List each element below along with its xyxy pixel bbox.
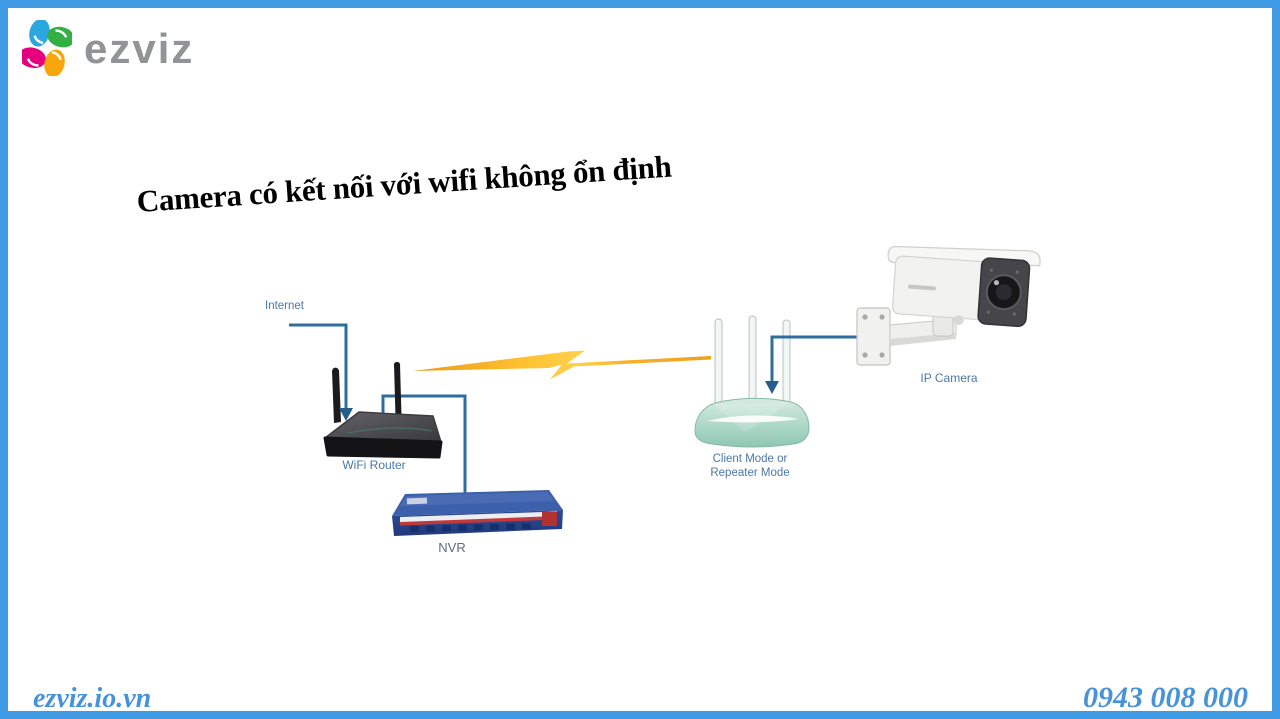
internet-arrow-line xyxy=(289,323,353,421)
logo-petal-green xyxy=(47,26,72,48)
footer-website: ezviz.io.vn xyxy=(33,683,152,714)
wifi-router-icon xyxy=(323,361,443,459)
logo-petal-magenta xyxy=(22,47,47,68)
camera-ap-arrow-line xyxy=(765,335,859,394)
ip-camera-icon xyxy=(856,245,1041,366)
label-repeater-mode: Repeater Mode xyxy=(710,467,790,479)
label-ip-camera: IP Camera xyxy=(920,371,978,385)
lightning-bolt xyxy=(413,350,711,380)
label-wifi-router: WiFi Router xyxy=(342,458,406,472)
client-ap-icon xyxy=(694,315,810,448)
label-client-mode: Client Mode or xyxy=(712,453,788,465)
nvr-icon xyxy=(392,490,563,536)
footer-phone: 0943 008 000 xyxy=(1083,681,1248,714)
router-nvr-line xyxy=(381,394,467,494)
network-diagram xyxy=(289,245,1041,536)
label-nvr: NVR xyxy=(438,540,466,555)
ezviz-logo: ezviz xyxy=(22,20,194,76)
ezviz-logo-icon xyxy=(22,20,72,76)
label-internet: Internet xyxy=(265,300,304,312)
ezviz-wordmark: ezviz xyxy=(84,25,195,72)
logo-petal-blue xyxy=(29,20,50,47)
